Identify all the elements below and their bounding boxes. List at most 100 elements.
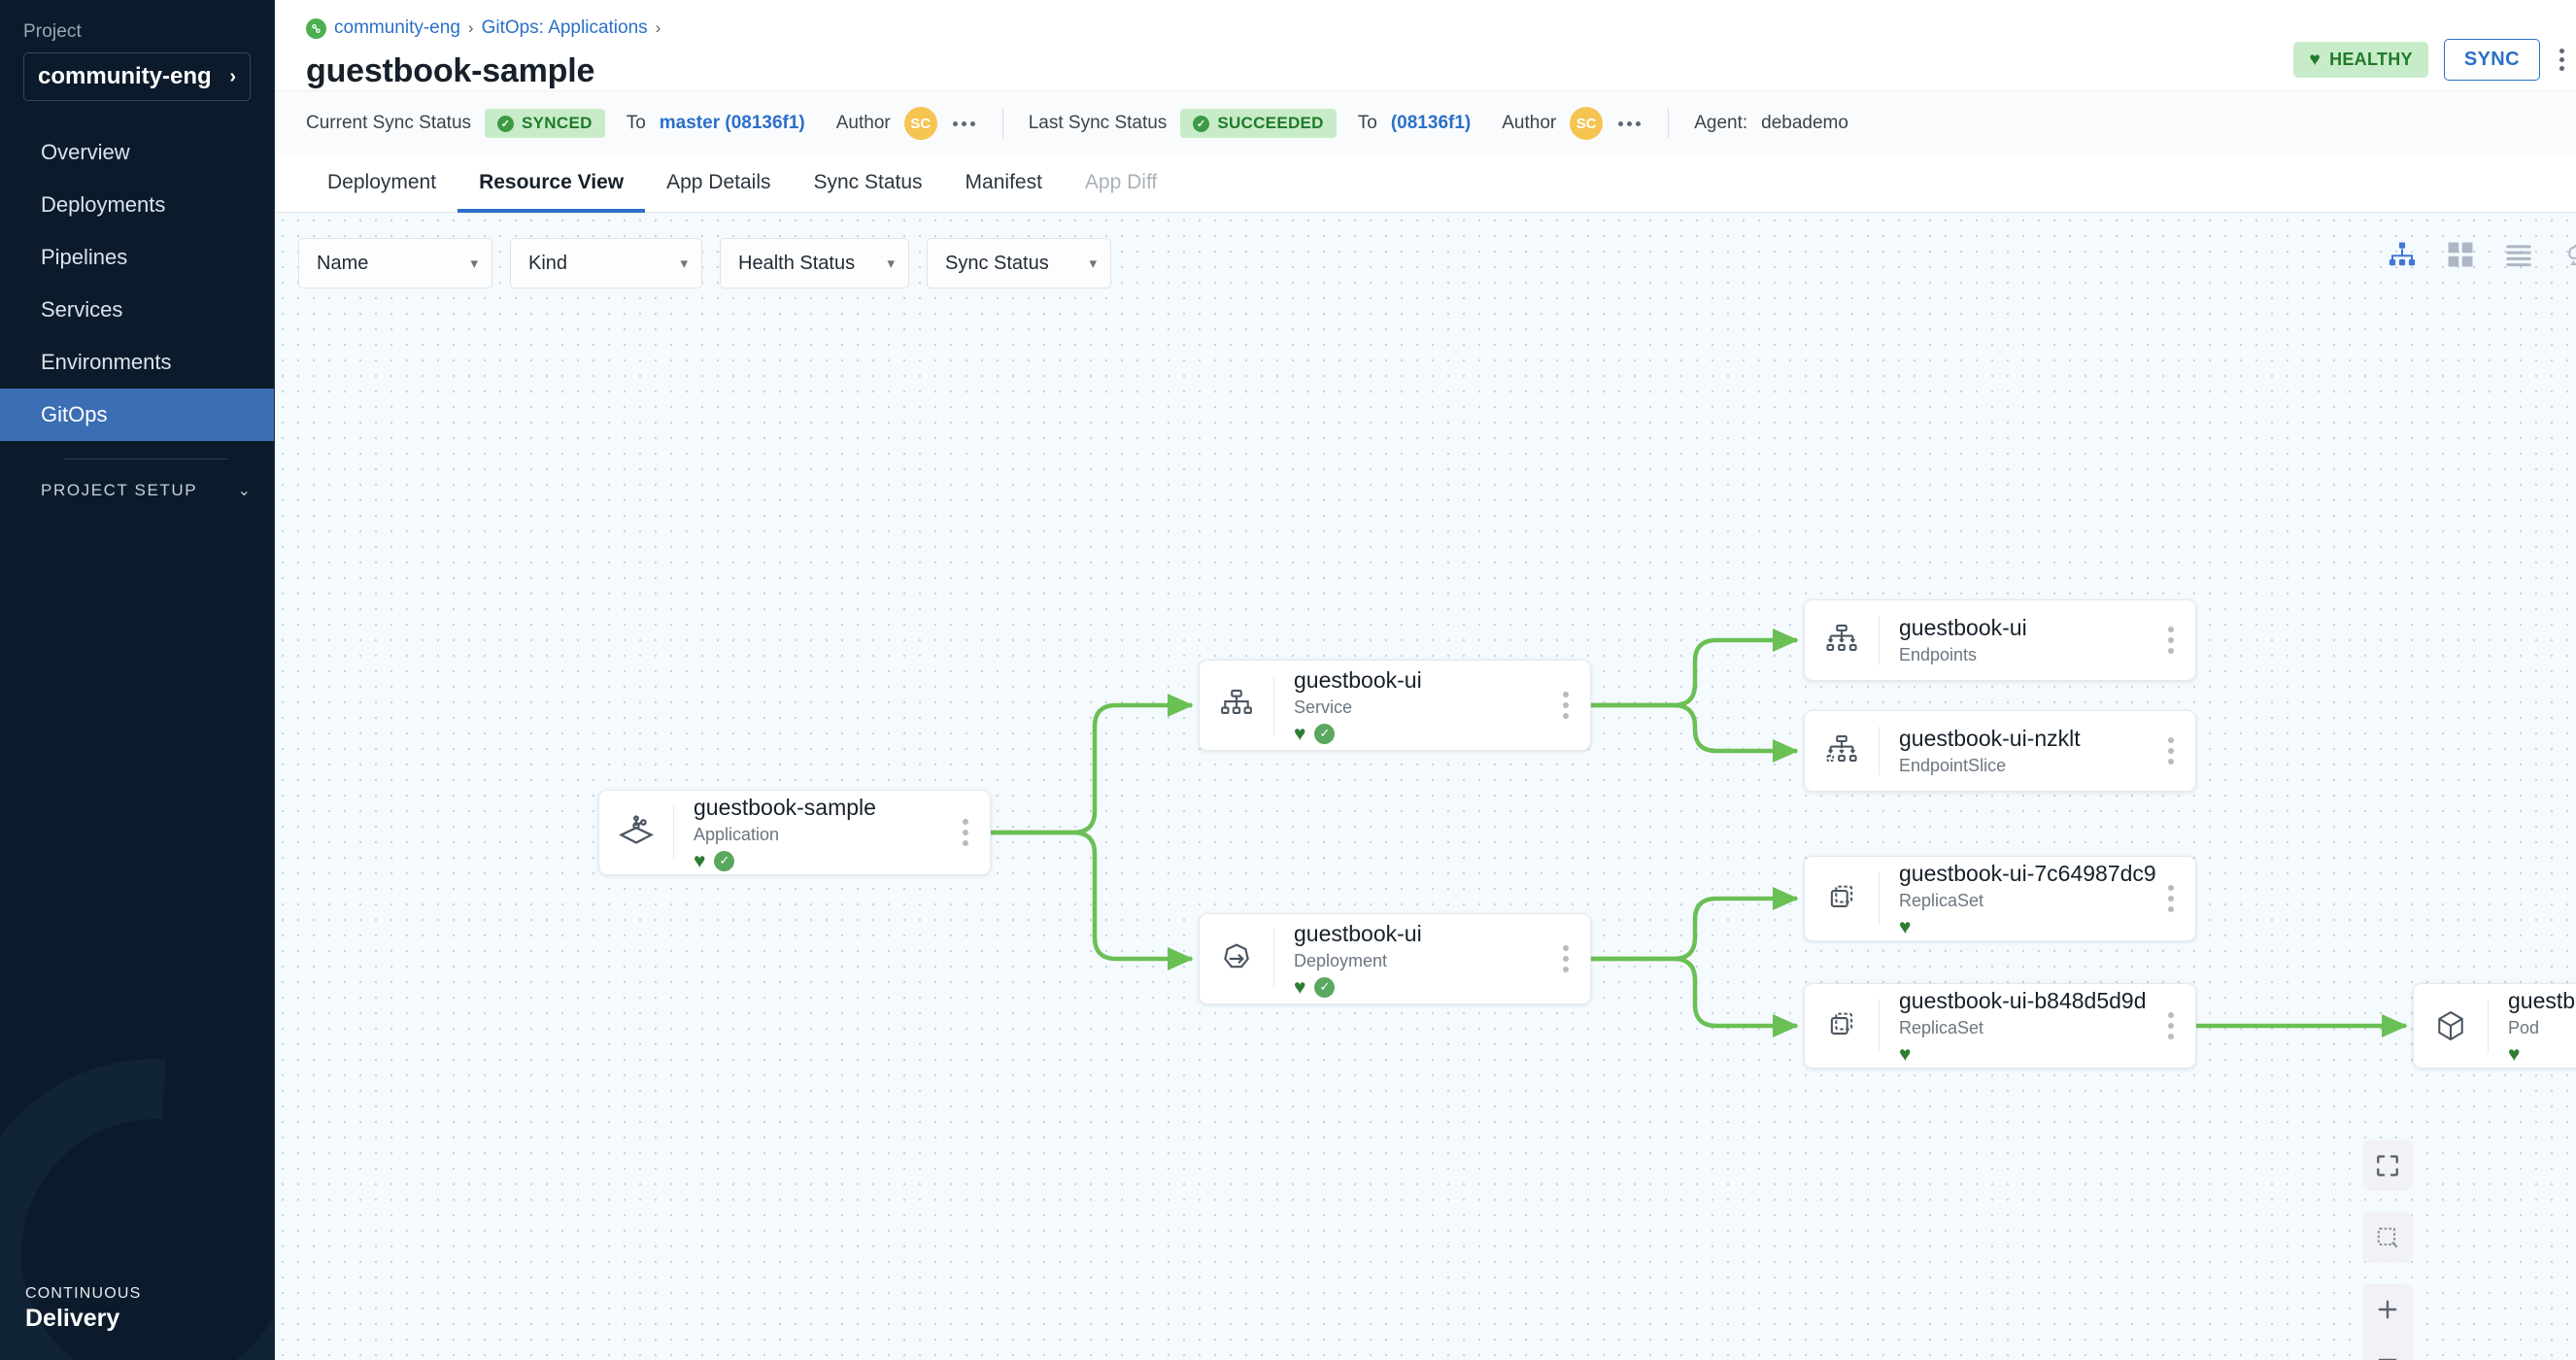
health-heart-icon: ♥ [1294,977,1305,998]
node-menu-icon[interactable] [2156,1003,2195,1049]
chevron-down-icon: ▾ [1089,255,1097,272]
current-revision-link[interactable]: master (08136f1) [660,113,805,134]
last-to-label: To [1358,113,1377,134]
node-status-badges: ♥ [1899,1044,2156,1065]
sync-button[interactable]: SYNC [2444,39,2540,81]
select-area-icon[interactable] [2362,1212,2413,1263]
network-view-icon[interactable] [2562,240,2576,269]
tab-manifest[interactable]: Manifest [944,153,1064,213]
project-selector[interactable]: community-eng › [23,52,251,101]
heart-icon: ♥ [2309,51,2321,69]
health-heart-icon: ♥ [1899,917,1911,937]
filter-sync-status[interactable]: Sync Status ▾ [927,238,1111,289]
grid-view-icon[interactable] [2446,240,2475,269]
deployment-icon [1200,939,1273,978]
status-divider-2 [1668,109,1669,138]
last-revision-link[interactable]: (08136f1) [1391,113,1471,134]
resource-graph-canvas[interactable]: Name ▾ Kind ▾ Health Status ▾ Sync Statu… [275,213,2576,1360]
graph-node-replicaset-2[interactable]: guestbook-ui-b848d5d9d ReplicaSet ♥ [1804,983,2196,1069]
page-title: guestbook-sample [306,52,2551,90]
breadcrumb-item-gitops-applications[interactable]: GitOps: Applications [482,17,648,39]
sidebar-item-services[interactable]: Services [0,284,274,336]
graph-node-endpoints[interactable]: guestbook-ui Endpoints [1804,599,2196,681]
more-options-icon[interactable] [2556,45,2568,75]
graph-node-deployment[interactable]: guestbook-ui Deployment ♥ ✓ [1199,913,1591,1004]
tab-app-diff: App Diff [1064,153,1178,213]
node-name: guestbook-ui-nzklt [1899,726,2156,752]
node-menu-icon[interactable] [1551,682,1590,729]
node-menu-icon[interactable] [2156,875,2195,922]
node-kind: ReplicaSet [1899,1018,2156,1038]
project-name: community-eng [38,63,212,90]
last-sync-status-badge: ✓ SUCCEEDED [1180,109,1336,138]
status-divider [1002,109,1003,138]
node-status-badges: ♥ ✓ [1294,724,1551,744]
chevron-right-icon: › [229,67,236,86]
graph-node-service[interactable]: guestbook-ui Service ♥ ✓ [1199,660,1591,751]
filter-sync-label: Sync Status [945,253,1049,275]
graph-node-pod[interactable]: guestbook-ui-b848d5d9... Pod ♥ [2413,983,2576,1069]
filter-name-label: Name [317,253,368,275]
breadcrumb-item-project[interactable]: community-eng [334,17,460,39]
tree-view-icon[interactable] [2388,240,2417,269]
filter-kind[interactable]: Kind ▾ [510,238,702,289]
sidebar-item-gitops[interactable]: GitOps [0,389,274,441]
node-name: guestbook-ui [1899,615,2156,641]
sidebar-item-deployments[interactable]: Deployments [0,179,274,231]
node-content: guestbook-sample Application ♥ ✓ [674,795,951,871]
filter-health-status[interactable]: Health Status ▾ [720,238,909,289]
node-status-badges: ♥ [1899,917,2156,937]
node-content: guestbook-ui-7c64987dc9 ReplicaSet ♥ [1880,861,2156,937]
node-menu-icon[interactable] [951,809,990,856]
pod-icon [2414,1007,2488,1044]
sidebar-item-environments[interactable]: Environments [0,336,274,389]
sidebar-item-overview[interactable]: Overview [0,126,274,179]
check-icon-2: ✓ [1193,116,1209,132]
zoom-out-icon[interactable] [2362,1335,2413,1360]
sync-check-icon: ✓ [1314,977,1335,998]
node-content: guestbook-ui Endpoints [1880,615,2156,665]
node-menu-icon[interactable] [1551,935,1590,982]
project-setup-toggle[interactable]: PROJECT SETUP ⌄ [0,459,274,500]
current-sync-more-icon[interactable] [951,116,977,132]
agent-label: Agent: [1694,113,1747,134]
node-kind: Pod [2508,1018,2576,1038]
filter-name[interactable]: Name ▾ [298,238,492,289]
last-sync-status-label: Last Sync Status [1029,113,1168,134]
last-sync-more-icon[interactable] [1616,116,1643,132]
tab-app-details[interactable]: App Details [645,153,792,213]
graph-node-application[interactable]: guestbook-sample Application ♥ ✓ [598,790,991,875]
filter-bar: Name ▾ Kind ▾ Health Status ▾ Sync Statu… [298,238,1111,289]
health-heart-icon: ♥ [1899,1044,1911,1065]
sidebar: Project community-eng › Overview Deploym… [0,0,275,1360]
tab-bar: Deployment Resource View App Details Syn… [275,153,2576,213]
node-content: guestbook-ui Deployment ♥ ✓ [1274,921,1551,998]
graph-node-replicaset-1[interactable]: guestbook-ui-7c64987dc9 ReplicaSet ♥ [1804,856,2196,941]
replicaset-icon [1805,880,1879,917]
chevron-down-icon: ▾ [680,255,688,272]
current-author-label: Author [836,113,891,134]
fit-to-screen-icon[interactable] [2362,1140,2413,1191]
node-menu-icon[interactable] [2156,617,2195,663]
tab-resource-view[interactable]: Resource View [458,153,645,213]
last-author-label: Author [1502,113,1556,134]
node-menu-icon[interactable] [2156,728,2195,774]
replicaset-icon [1805,1007,1879,1044]
current-author-avatar[interactable]: SC [904,107,937,140]
node-name: guestbook-ui-7c64987dc9 [1899,861,2156,887]
chevron-down-icon: ▾ [470,255,478,272]
graph-node-endpointslice[interactable]: guestbook-ui-nzklt EndpointSlice [1804,710,2196,792]
last-author-avatar[interactable]: SC [1570,107,1603,140]
health-heart-icon: ♥ [694,851,705,871]
tab-sync-status[interactable]: Sync Status [792,153,943,213]
node-status-badges: ♥ ✓ [694,851,951,871]
agent-value: debademo [1761,113,1848,134]
tab-deployment[interactable]: Deployment [306,153,458,213]
list-view-icon[interactable] [2504,240,2533,269]
filter-kind-label: Kind [528,253,567,275]
node-status-badges: ♥ ✓ [1294,977,1551,998]
top-bar: community-eng › GitOps: Applications › g… [275,0,2576,90]
node-name: guestbook-ui [1294,921,1551,947]
sidebar-item-pipelines[interactable]: Pipelines [0,231,274,284]
zoom-in-icon[interactable] [2362,1284,2413,1335]
